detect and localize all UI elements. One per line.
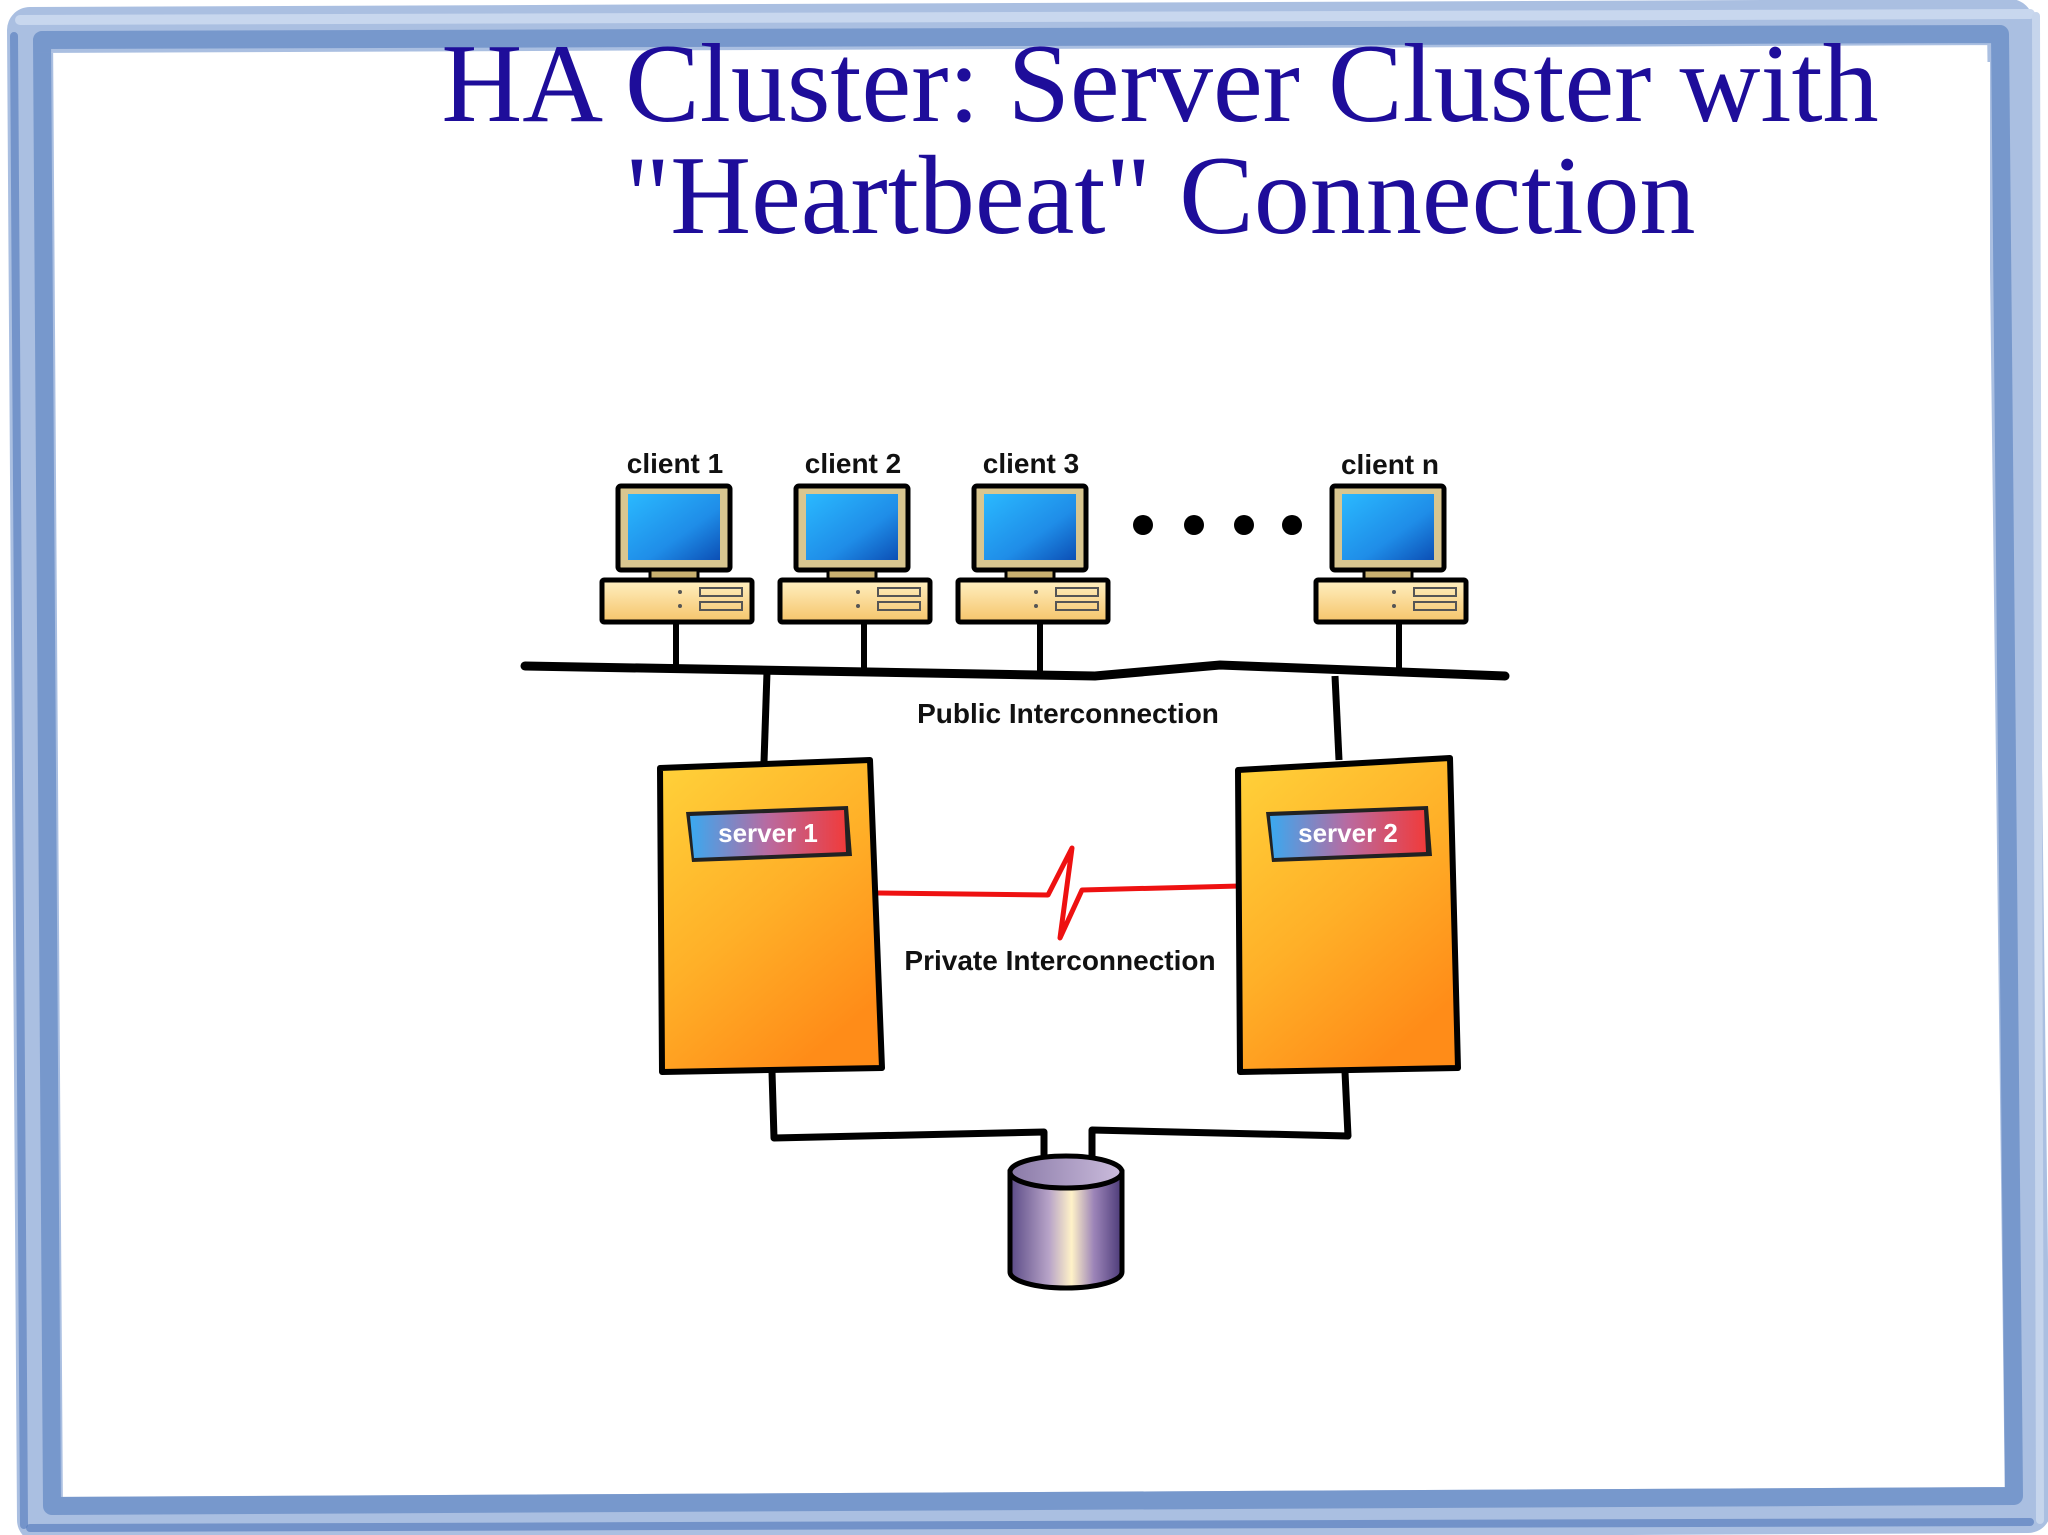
heartbeat-link xyxy=(877,845,1241,941)
client-3-workstation-icon xyxy=(955,483,1111,625)
client-n-workstation-icon xyxy=(1313,483,1469,625)
storage-cables xyxy=(768,1071,1352,1164)
server-2-badge: server 2 xyxy=(1266,806,1432,862)
client-3-label: client 3 xyxy=(983,448,1079,479)
server-1: server 1 xyxy=(657,757,885,1075)
client-2: client 2 xyxy=(777,448,933,625)
server-2-label: server 2 xyxy=(1298,818,1398,848)
private-interconnection-label: Private Interconnection xyxy=(904,945,1215,976)
slide-title-line-1: HA Cluster: Server Cluster with xyxy=(441,22,1879,146)
client-3: client 3 xyxy=(955,448,1111,625)
client-1: client 1 xyxy=(599,448,755,625)
client-n-label: client n xyxy=(1341,449,1439,480)
client-n: client n xyxy=(1313,449,1469,625)
server-1-label: server 1 xyxy=(718,818,818,848)
client-1-workstation-icon xyxy=(599,483,755,625)
server-1-badge: server 1 xyxy=(686,806,852,862)
public-network-bus xyxy=(520,622,1510,763)
client-2-label: client 2 xyxy=(805,448,901,479)
client-2-workstation-icon xyxy=(777,483,933,625)
public-interconnection-label: Public Interconnection xyxy=(917,698,1219,729)
server-2: server 2 xyxy=(1235,755,1461,1075)
database-cylinder-icon xyxy=(1007,1153,1125,1291)
slide-title-line-2: "Heartbeat" Connection xyxy=(624,134,1696,258)
client-1-label: client 1 xyxy=(627,448,723,479)
more-clients-ellipsis: • • • • xyxy=(1133,515,1302,535)
slide-title: HA Cluster: Server Cluster with "Heartbe… xyxy=(330,28,1990,252)
